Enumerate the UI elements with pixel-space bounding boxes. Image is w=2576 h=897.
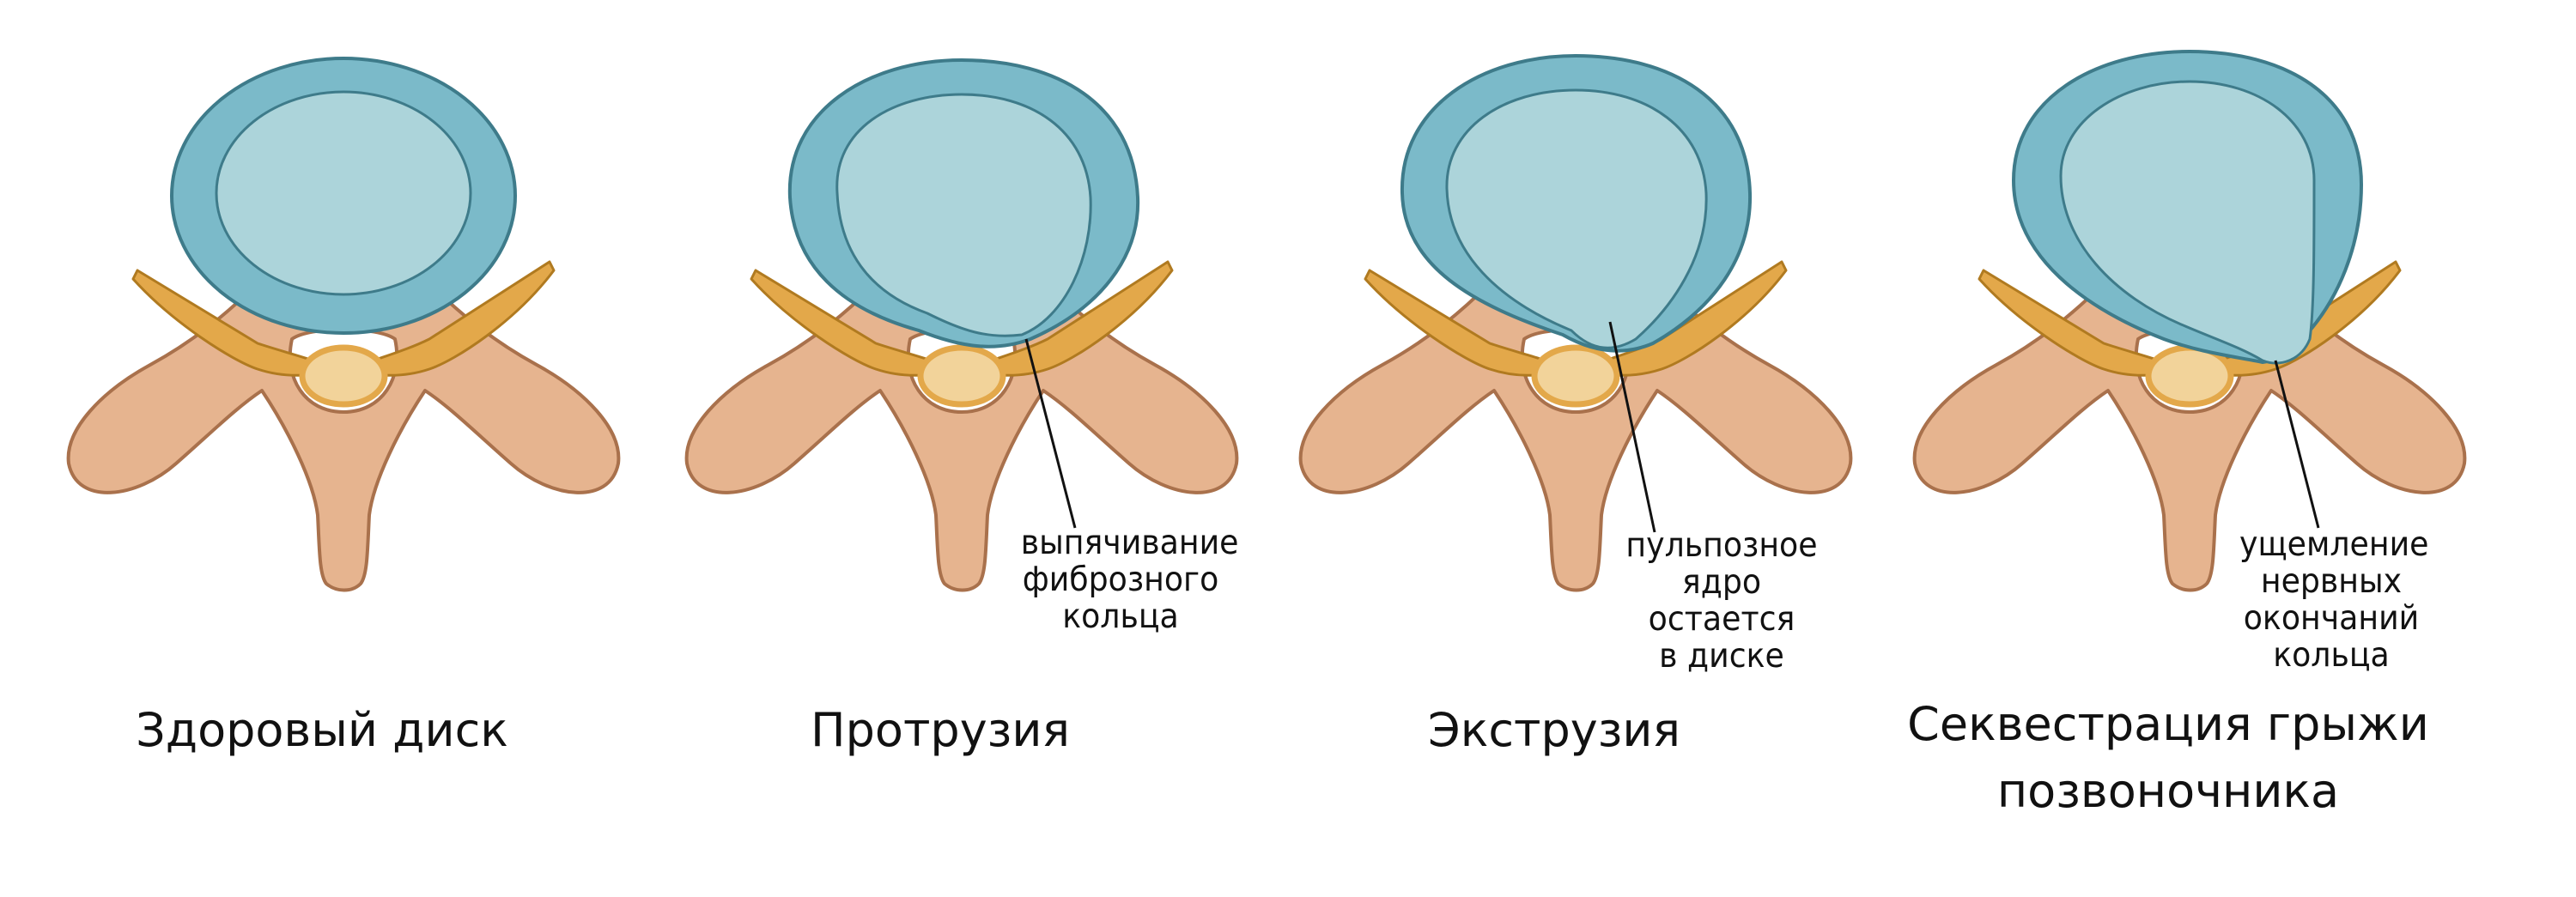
caption-line: Экструзия	[1428, 703, 1680, 757]
caption-line: позвоночника	[1996, 764, 2340, 819]
caption-line: Протрузия	[811, 703, 1070, 757]
annotation-line: фиброзного кольца	[1022, 560, 1219, 636]
nucleus-pulposus	[215, 90, 472, 296]
nucleus-pulposus	[835, 93, 1092, 337]
caption-protrusion: Протрузия	[618, 697, 1262, 764]
caption-sequestration: Секвестрация грыжи позвоночника	[1846, 691, 2490, 826]
annotation-protrusion: выпячивание фиброзного кольца	[1020, 524, 1239, 636]
annotation-line: кольца	[2273, 635, 2390, 675]
healthy-disc-illustration	[66, 57, 621, 592]
annotation-line: в диске	[1659, 636, 1784, 676]
vertebra-bone	[684, 282, 1239, 592]
protrusion-illustration	[684, 58, 1239, 592]
vertebra-bone	[66, 282, 621, 592]
annotation-line: ядро остается	[1648, 562, 1795, 639]
extrusion-illustration	[1298, 54, 1853, 592]
annotation-leader-line	[1024, 338, 1077, 529]
nucleus-pulposus	[2059, 80, 2316, 365]
spinal-cord	[917, 344, 1006, 408]
nucleus-pulposus	[1445, 88, 1708, 349]
annotation-leader-line	[2274, 360, 2320, 529]
annotation-line: ущемление	[2239, 525, 2429, 564]
spinal-cord	[299, 344, 388, 408]
vertebra-bone	[1912, 282, 2467, 592]
annotation-line: пульпозное	[1625, 526, 1818, 565]
annotation-leader-line	[1608, 321, 1656, 533]
vertebra-bone	[1298, 282, 1853, 592]
caption-line: Здоровый диск	[136, 703, 508, 757]
annotation-sequestration: ущемление нервных окончаний кольца	[2239, 525, 2429, 675]
annotation-extrusion: пульпозное ядро остается в диске	[1618, 526, 1826, 676]
spinal-cord	[1531, 344, 1620, 408]
annotation-line: окончаний	[2243, 598, 2420, 638]
panel-protrusion: выпячивание фиброзного кольца Протрузия	[618, 0, 1262, 897]
spinal-cord	[2145, 344, 2234, 408]
caption-line: Секвестрация грыжи	[1907, 697, 2429, 751]
caption-healthy-disc: Здоровый диск	[0, 697, 644, 764]
panel-sequestration: ущемление нервных окончаний кольца Секве…	[1846, 0, 2490, 897]
panel-extrusion: пульпозное ядро остается в диске Экструз…	[1232, 0, 1876, 897]
annotation-line: нервных	[2260, 561, 2403, 601]
sequestration-illustration	[1912, 50, 2467, 592]
annotation-line: выпячивание	[1020, 524, 1239, 562]
panel-healthy-disc: Здоровый диск	[0, 0, 644, 897]
caption-extrusion: Экструзия	[1232, 697, 1876, 764]
